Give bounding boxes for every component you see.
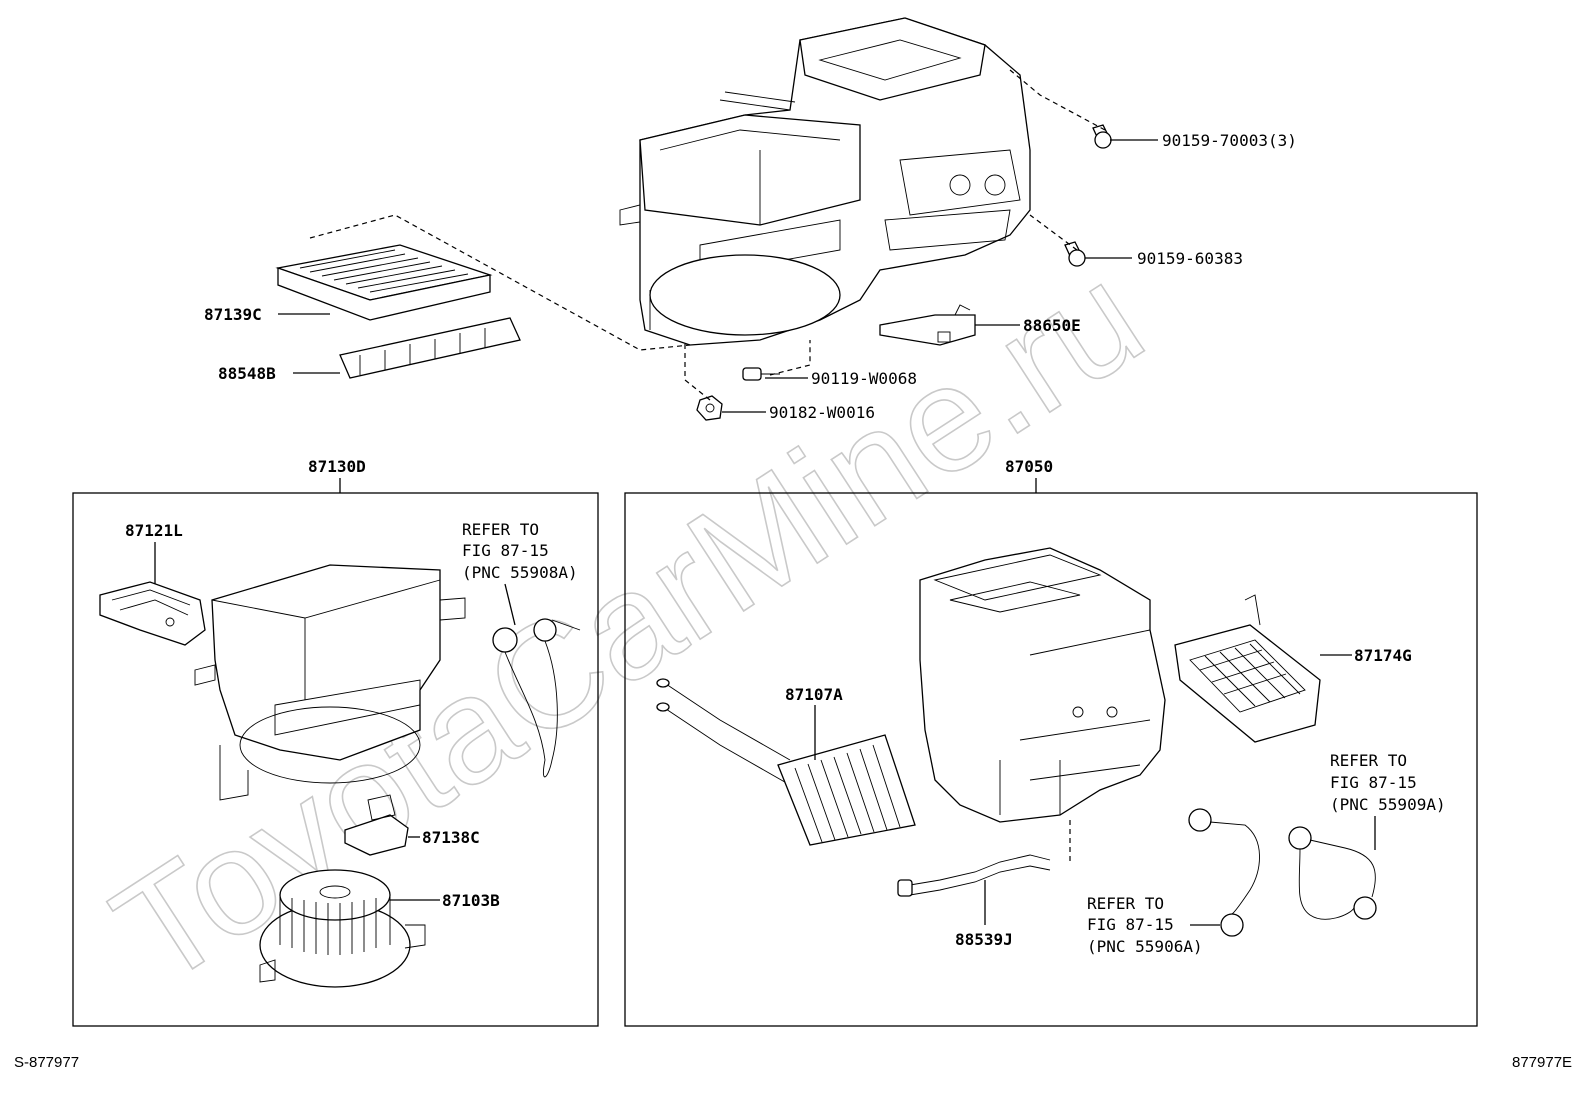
screw-90159-70003-drawing xyxy=(1092,124,1112,149)
label-87130d: 87130D xyxy=(308,457,366,476)
drain-hose-88539j-drawing xyxy=(897,820,1071,897)
label-88539j: 88539J xyxy=(955,930,1013,949)
blower-motor-87103b-drawing xyxy=(259,869,426,988)
ref-left-line3: (PNC 55908A) xyxy=(462,563,578,582)
evaporator-87174g-drawing xyxy=(1174,594,1321,743)
heater-case-drawing xyxy=(919,547,1166,823)
footer-right-code: 877977E xyxy=(1512,1054,1572,1071)
ref-right-bottom-line3: (PNC 55906A) xyxy=(1087,937,1203,956)
label-90159-70003: 90159-70003(3) xyxy=(1162,131,1297,150)
ref-right-top-line3: (PNC 55909A) xyxy=(1330,795,1446,814)
label-90119-w0068: 90119-W0068 xyxy=(811,369,917,388)
air-filter-87139c-drawing xyxy=(275,244,493,321)
box-87050 xyxy=(624,492,1478,1027)
label-87050: 87050 xyxy=(1005,457,1053,476)
servo-motor-left-drawing xyxy=(492,618,581,778)
ref-right-top-line2: FIG 87-15 xyxy=(1330,773,1417,792)
servo-motors-right-drawing xyxy=(1188,808,1377,937)
ref-right-top-line1: REFER TO xyxy=(1330,751,1407,770)
blower-case-drawing xyxy=(194,564,466,801)
label-87139c: 87139C xyxy=(204,305,262,324)
label-87174g: 87174G xyxy=(1354,646,1412,665)
label-87121l: 87121L xyxy=(125,521,183,540)
box-87130d xyxy=(72,492,599,1027)
ref-right-bottom-line2: FIG 87-15 xyxy=(1087,915,1174,934)
ref-right-bottom-line1: REFER TO xyxy=(1087,894,1164,913)
nut-90182-w0016-drawing xyxy=(696,395,723,421)
label-87107a: 87107A xyxy=(785,685,843,704)
screw-90119-w0068-drawing xyxy=(742,367,780,381)
label-87103b: 87103B xyxy=(442,891,500,910)
bracket-87121l-drawing xyxy=(99,581,206,646)
ref-left-line2: FIG 87-15 xyxy=(462,541,549,560)
ref-left-line1: REFER TO xyxy=(462,520,539,539)
label-88548b: 88548B xyxy=(218,364,276,383)
label-88650e: 88650E xyxy=(1023,316,1081,335)
label-90159-60383: 90159-60383 xyxy=(1137,249,1243,268)
label-90182-w0016: 90182-W0016 xyxy=(769,403,875,422)
module-88650e-drawing xyxy=(879,304,976,346)
filter-case-88548b-drawing xyxy=(339,317,521,379)
resistor-87138c-drawing xyxy=(344,794,409,856)
footer-left-code: S-877977 xyxy=(14,1054,79,1071)
heater-unit-assembly-drawing xyxy=(619,17,1031,346)
heater-radiator-87107a-drawing xyxy=(656,678,916,846)
label-87138c: 87138C xyxy=(422,828,480,847)
